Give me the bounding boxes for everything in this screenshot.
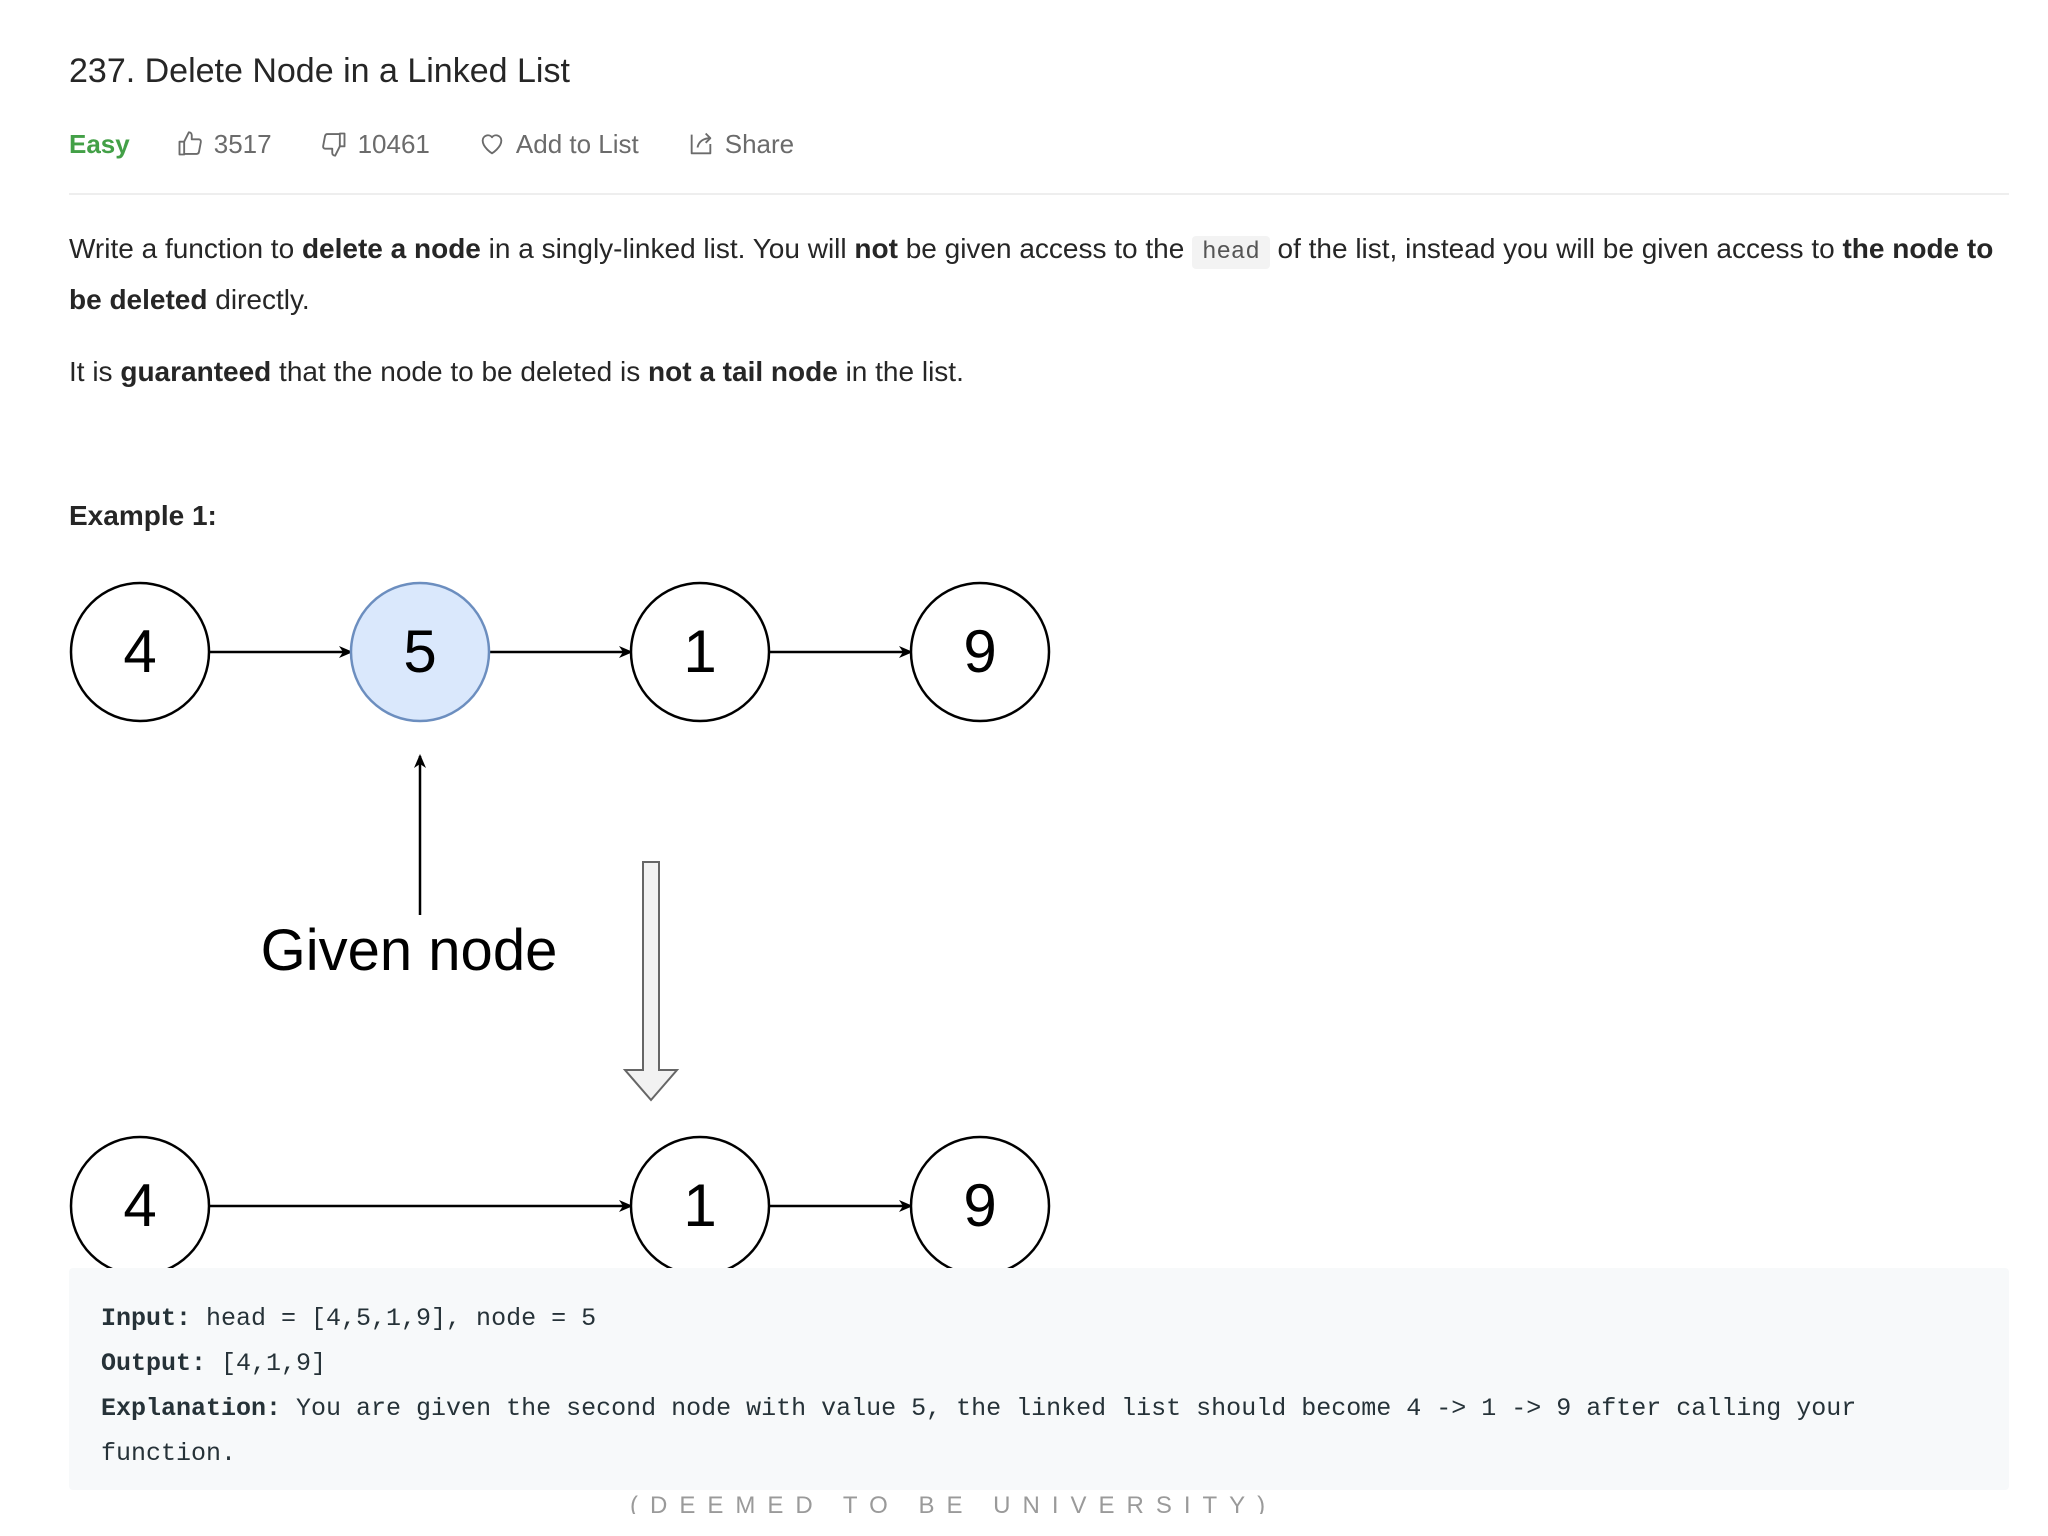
share-label: Share (724, 128, 795, 159)
share-button[interactable]: Share (687, 129, 794, 160)
given-node-label: Given node (261, 918, 558, 983)
list-node-circle-highlighted (349, 581, 491, 723)
desc-bold: delete a node (301, 233, 481, 264)
dislike-button[interactable]: 10461 (320, 129, 430, 160)
example-title: Example 1: (69, 500, 217, 531)
inline-code-head: head (1192, 236, 1270, 269)
list-node-value: 4 (123, 1172, 156, 1239)
desc-text: in a singly-linked list. You will (480, 233, 855, 264)
example-explanation-continuation: function. (101, 1439, 237, 1468)
example-explanation-line: Explanation: You are given the second no… (101, 1386, 1977, 1431)
example-output-line: Output: [4,1,9] (101, 1341, 1977, 1386)
list-node-circle (69, 581, 211, 723)
add-to-list-label: Add to List (515, 128, 639, 159)
difficulty-badge: Easy (69, 128, 130, 159)
list-node-value: 9 (963, 618, 996, 685)
linked-list-diagram: 4 5 1 9 Given node 4 1 9 (69, 581, 1051, 1277)
desc-bold: guaranteed (120, 356, 272, 387)
list-node-value: 4 (123, 618, 156, 685)
header-divider (69, 193, 2009, 195)
watermark-text: (DEEMED TO BE UNIVERSITY) (630, 1492, 1278, 1514)
thumbs-down-icon (321, 132, 346, 157)
example-io-block: Input: head = [4,5,1,9], node = 5 Output… (69, 1268, 2009, 1490)
explanation-value: You are given the second node with value… (281, 1394, 1857, 1423)
desc-text: of the list, instead you will be given a… (1269, 233, 1843, 264)
transition-arrow (622, 861, 680, 1102)
list-node-value: 1 (683, 618, 716, 685)
output-value: [4,1,9] (206, 1349, 327, 1378)
example-input-line: Input: head = [4,5,1,9], node = 5 (101, 1296, 1977, 1341)
problem-meta-bar: Easy 3517 10461 Add to List (69, 124, 842, 164)
list-node-value: 5 (403, 618, 436, 685)
explanation-label: Explanation: (101, 1394, 282, 1423)
desc-text: Write a function to (69, 233, 302, 264)
desc-text: directly. (207, 284, 310, 315)
input-value: head = [4,5,1,9], node = 5 (191, 1304, 597, 1333)
desc-bold: not a tail node (648, 356, 838, 387)
list-node-value: 9 (963, 1172, 996, 1239)
heart-icon (481, 134, 503, 155)
desc-bold: not (854, 233, 898, 264)
desc-text: It is (69, 356, 121, 387)
dislike-count: 10461 (357, 128, 430, 159)
desc-text: in the list. (837, 356, 964, 387)
desc-text: that the node to be deleted is (271, 356, 649, 387)
like-button[interactable]: 3517 (176, 129, 272, 160)
list-node-circle (909, 581, 1051, 723)
input-label: Input: (101, 1304, 192, 1333)
output-label: Output: (101, 1349, 207, 1378)
like-count: 3517 (213, 128, 272, 159)
problem-title: 237. Delete Node in a Linked List (69, 52, 570, 90)
desc-bold: the node to be deleted (69, 233, 1994, 315)
share-icon (690, 132, 712, 155)
problem-description: Write a function to delete a node in a s… (69, 225, 1999, 323)
desc-text: be given access to the (897, 233, 1193, 264)
thumbs-up-icon (178, 131, 202, 156)
list-node-circle (629, 581, 771, 723)
problem-constraint-note: It is guaranteed that the node to be del… (69, 348, 964, 395)
list-node-value: 1 (683, 1172, 716, 1239)
add-to-list-button[interactable]: Add to List (478, 129, 639, 160)
